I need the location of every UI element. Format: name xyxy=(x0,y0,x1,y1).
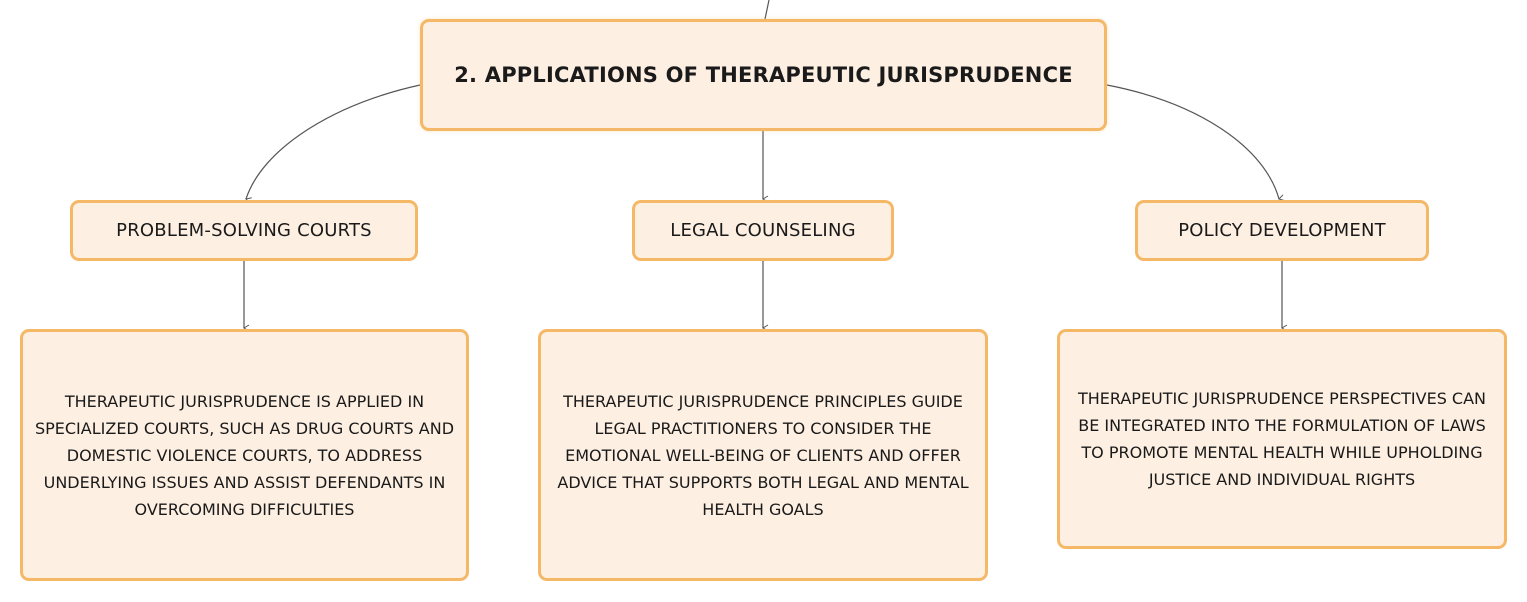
legal-counseling-label: LEGAL COUNSELING xyxy=(670,220,856,241)
connector-root-to-problem-solving xyxy=(245,84,421,204)
policy-development-label: POLICY DEVELOPMENT xyxy=(1178,220,1386,241)
connector-root-to-policy-development xyxy=(1106,84,1285,202)
problem-solving-courts-label: PROBLEM-SOLVING COURTS xyxy=(116,220,372,241)
legal-counseling-description-node[interactable]: THERAPEUTIC JURISPRUDENCE PRINCIPLES GUI… xyxy=(538,329,988,581)
connector-incoming xyxy=(764,0,770,20)
policy-development-node[interactable]: POLICY DEVELOPMENT xyxy=(1135,200,1429,261)
policy-development-description-node[interactable]: THERAPEUTIC JURISPRUDENCE PERSPECTIVES C… xyxy=(1057,329,1507,549)
problem-solving-courts-node[interactable]: PROBLEM-SOLVING COURTS xyxy=(70,200,418,261)
legal-counseling-node[interactable]: LEGAL COUNSELING xyxy=(632,200,894,261)
problem-solving-courts-description-node[interactable]: THERAPEUTIC JURISPRUDENCE IS APPLIED IN … xyxy=(20,329,469,581)
root-node-label: 2. APPLICATIONS OF THERAPEUTIC JURISPRUD… xyxy=(454,63,1073,87)
problem-solving-courts-description: THERAPEUTIC JURISPRUDENCE IS APPLIED IN … xyxy=(34,391,455,519)
legal-counseling-description: THERAPEUTIC JURISPRUDENCE PRINCIPLES GUI… xyxy=(557,391,969,519)
root-node[interactable]: 2. APPLICATIONS OF THERAPEUTIC JURISPRUD… xyxy=(420,19,1107,131)
policy-development-description: THERAPEUTIC JURISPRUDENCE PERSPECTIVES C… xyxy=(1077,389,1487,489)
